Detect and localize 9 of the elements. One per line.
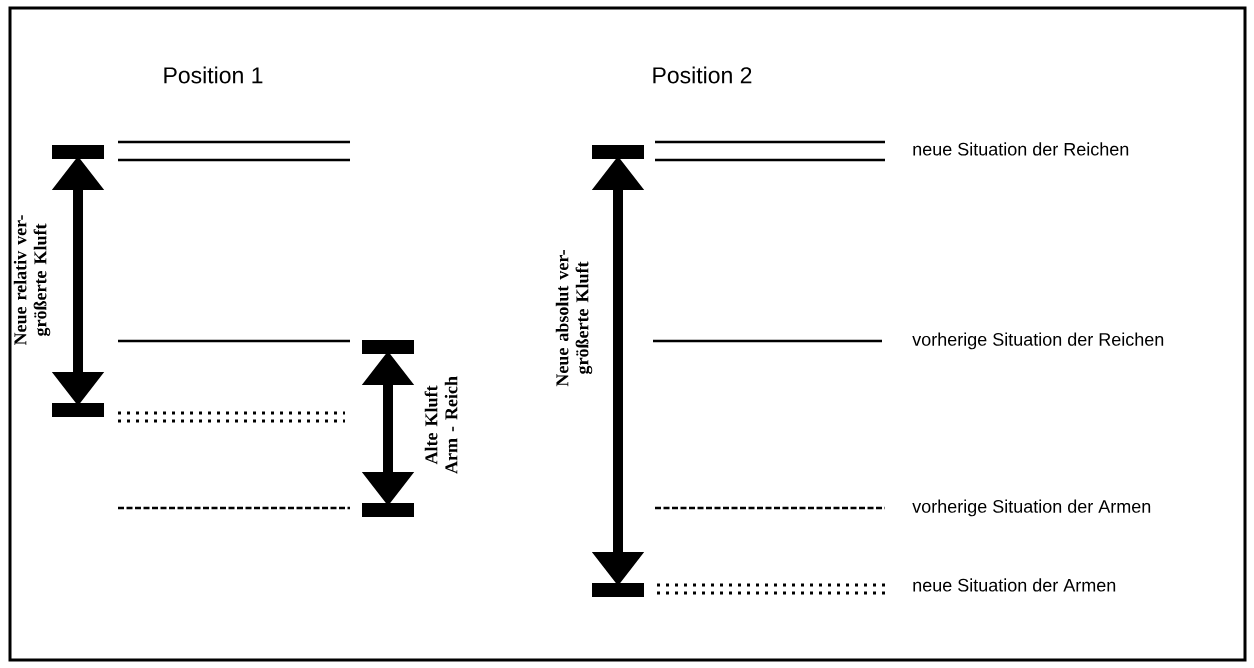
level-label: vorherige Situation der Armen <box>912 499 1151 517</box>
level-label: neue Situation der Armen <box>913 578 1116 592</box>
heading: Position 1 <box>164 66 263 84</box>
heading: Position 2 <box>653 66 752 84</box>
gap-label: Neue absolut ver- größerte Kluft <box>555 250 593 387</box>
gap-label: Alte Kluft Arm - Reich <box>424 376 458 474</box>
gap-label: Neue relativ ver- größerte Kluft <box>13 215 51 346</box>
level-label: vorherige Situation der Reichen <box>912 332 1164 350</box>
level-label: neue Situation der Reichen <box>913 142 1129 156</box>
